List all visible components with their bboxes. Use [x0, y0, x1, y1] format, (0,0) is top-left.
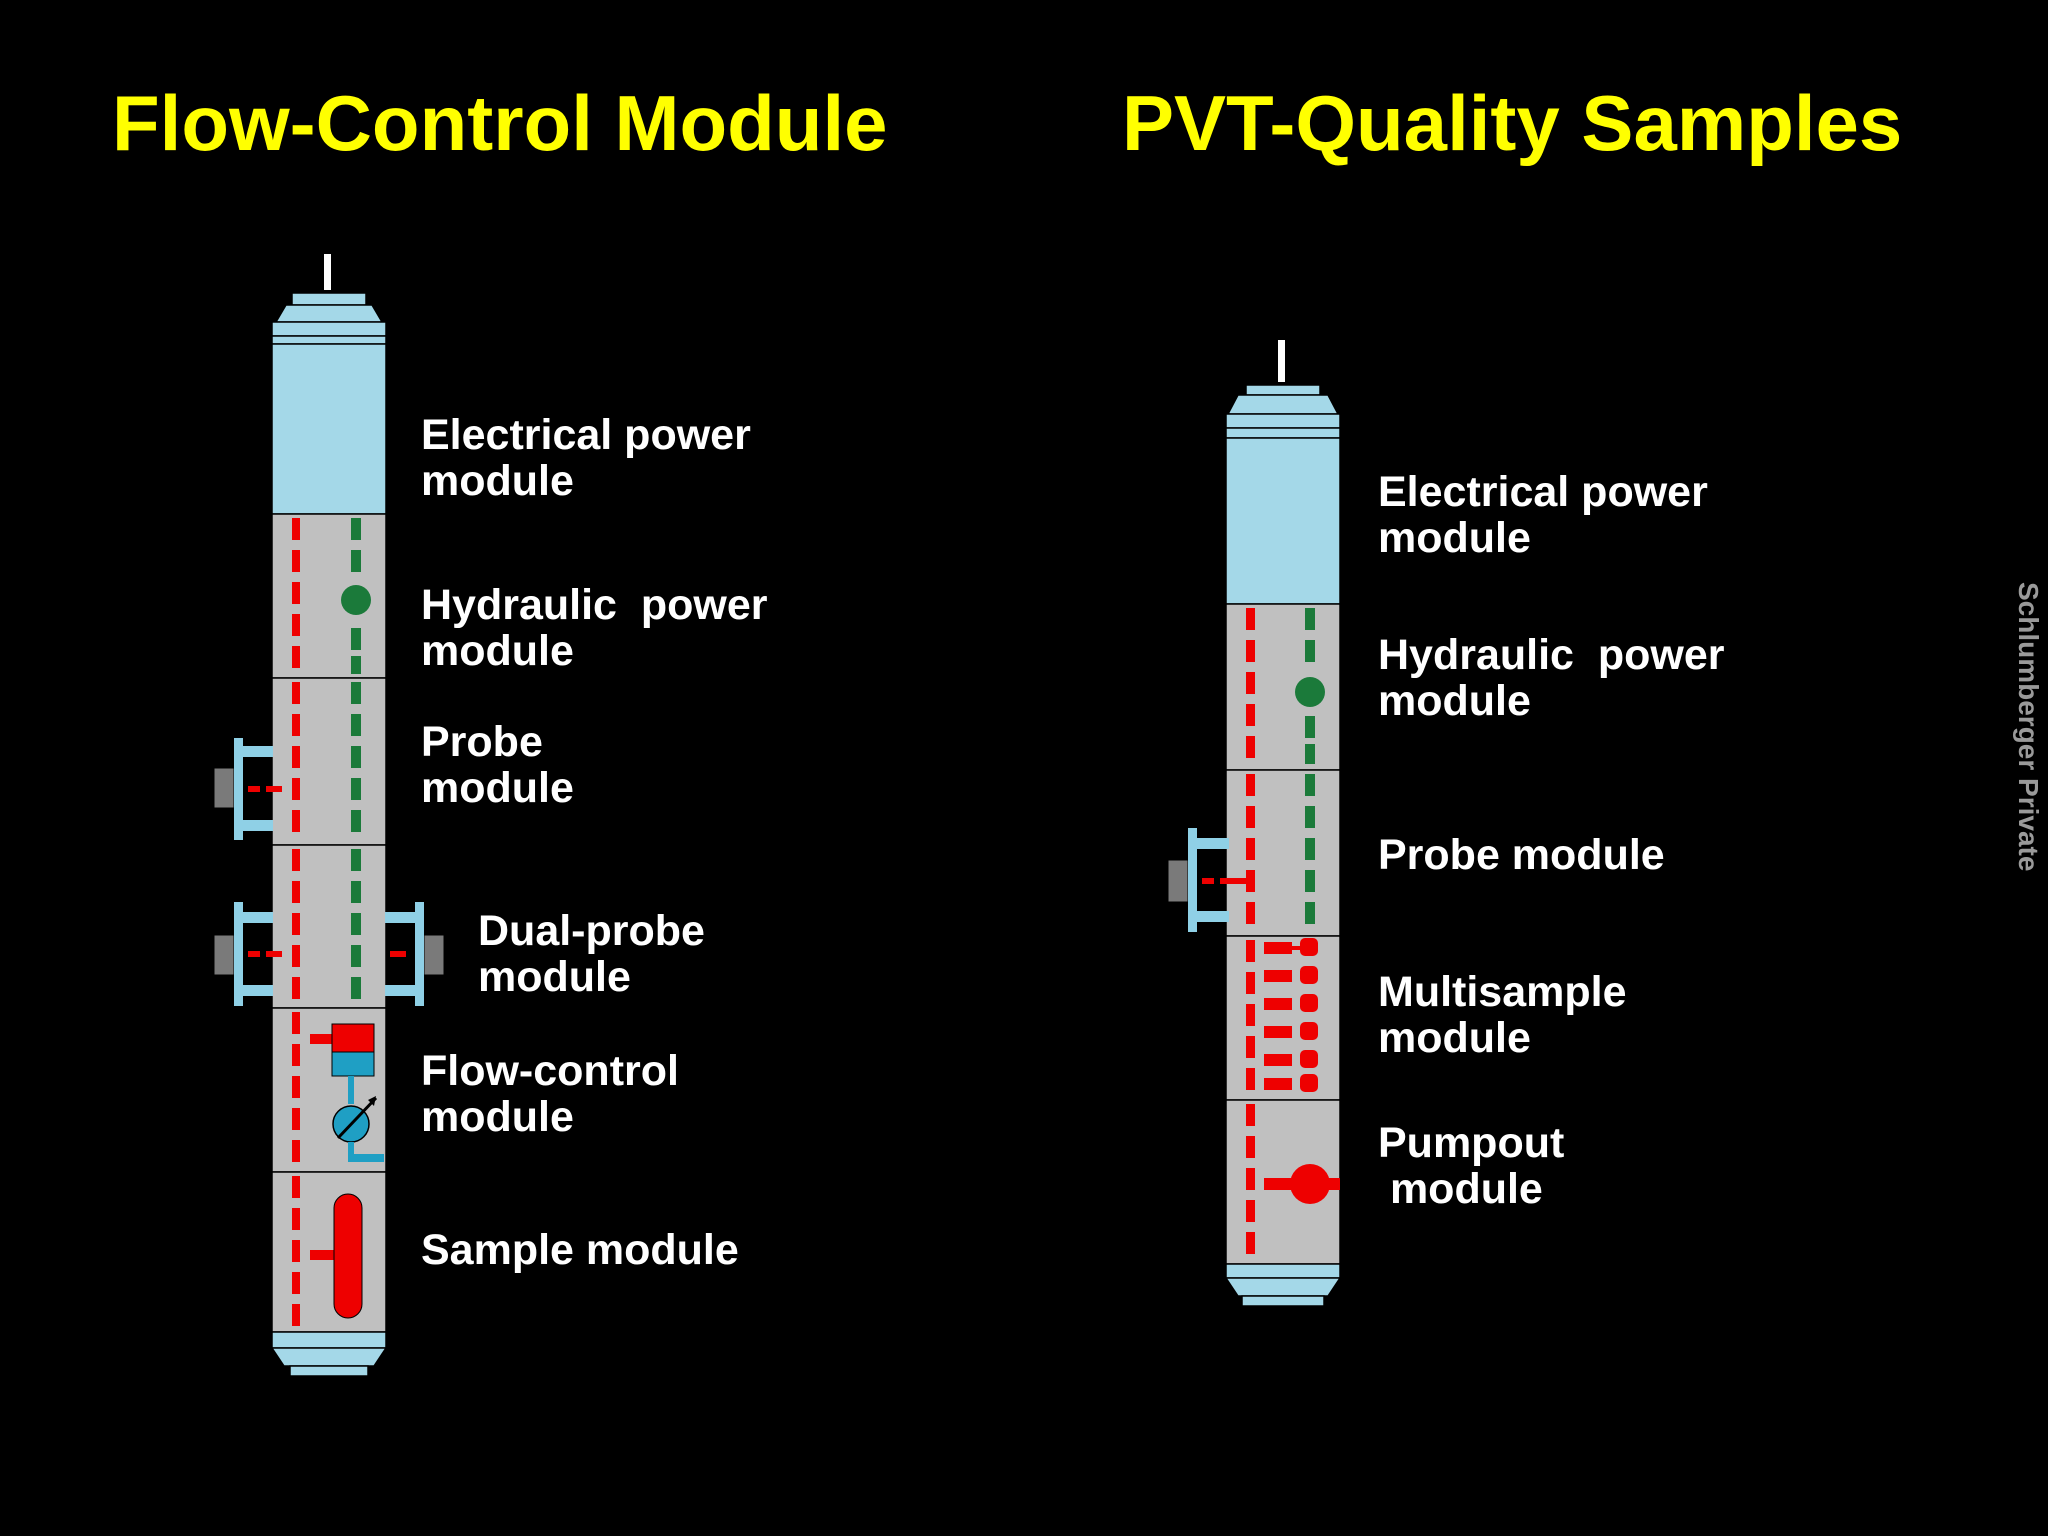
right-multisample-module — [1225, 935, 1341, 1101]
right-tool-bottom-cap — [1225, 1263, 1341, 1279]
right-label-probe-module: Probe module — [1378, 831, 1665, 879]
left-label-flow-control-module: Flow-control module — [421, 1047, 679, 1141]
right-hydraulic-line — [1305, 608, 1315, 924]
left-tool-top-stem — [324, 254, 331, 290]
right-tool-top-cap — [1245, 384, 1321, 396]
left-sample-bottle-icon — [310, 1193, 363, 1319]
right-multisample-chambers-icon — [1264, 938, 1318, 1092]
right-probe-module — [1225, 769, 1341, 937]
title-flow-control-module: Flow-Control Module — [112, 79, 888, 167]
left-probe-icon — [213, 738, 282, 840]
left-flow-control-icon — [310, 1023, 384, 1162]
left-label-electrical-power-module: Electrical power module — [421, 411, 751, 505]
left-electrical-power-module — [271, 343, 387, 515]
right-electrical-power-module — [1225, 437, 1341, 605]
left-probe-module — [271, 677, 387, 846]
right-label-multisample-module: Multisample module — [1378, 968, 1627, 1062]
right-label-hydraulic-power-module: Hydraulic power module — [1378, 631, 1725, 725]
title-pvt-quality-samples: PVT-Quality Samples — [1122, 79, 1903, 167]
left-dual-probe-left-icon — [213, 902, 282, 1006]
right-label-electrical-power-module: Electrical power module — [1378, 468, 1708, 562]
right-probe-icon — [1167, 828, 1248, 932]
left-label-dual-probe-module: Dual-probe module — [478, 907, 705, 1001]
right-pumpout-icon — [1264, 1164, 1340, 1204]
left-label-probe-module: Probe module — [421, 718, 574, 812]
watermark-schlumberger-private: Schlumberger Private — [2013, 582, 2044, 872]
left-hydraulic-line — [351, 518, 361, 999]
right-label-pumpout-module: Pumpout module — [1378, 1119, 1565, 1213]
right-flowline — [1246, 608, 1255, 1254]
left-hydraulic-pump-icon — [341, 585, 371, 615]
left-label-hydraulic-power-module: Hydraulic power module — [421, 581, 768, 675]
left-dual-probe-module — [271, 844, 387, 1009]
left-dual-probe-right-icon — [385, 902, 445, 1006]
right-hydraulic-pump-icon — [1295, 677, 1325, 707]
left-flowline — [292, 518, 300, 1326]
right-tool-top-stem — [1278, 340, 1285, 382]
left-label-sample-module: Sample module — [421, 1226, 739, 1274]
